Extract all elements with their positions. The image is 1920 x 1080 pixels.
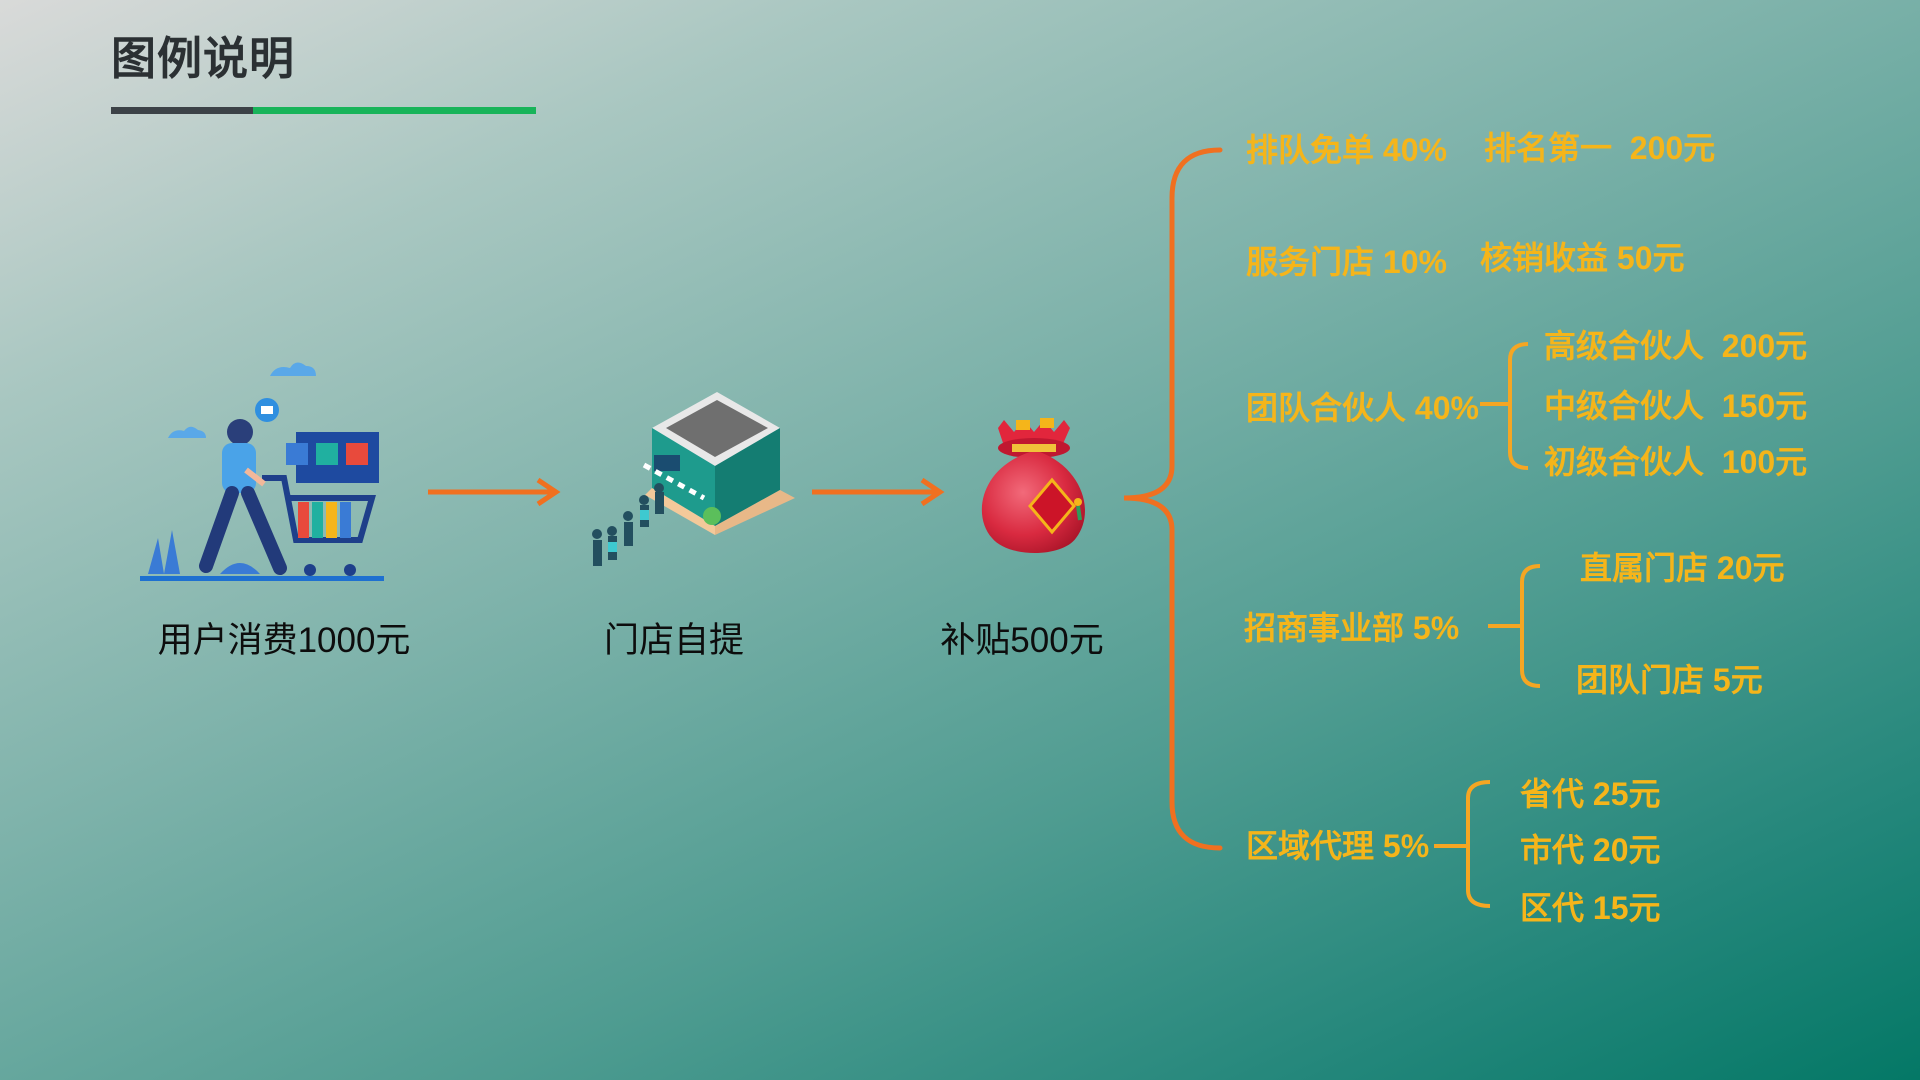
main-brace xyxy=(1123,147,1223,851)
title-underline-green xyxy=(253,107,536,114)
item-verification-income: 核销收益 50元 xyxy=(1480,240,1685,276)
item-city-agent: 市代 20元 xyxy=(1520,832,1661,868)
item-senior-partner: 高级合伙人 200元 xyxy=(1544,328,1808,364)
title-underline-dark xyxy=(111,107,253,114)
item-team-store: 团队门店 5元 xyxy=(1576,662,1763,698)
category-queue-free: 排队免单 40% xyxy=(1246,132,1447,168)
flow-label-store-pickup: 门店自提 xyxy=(603,621,745,660)
item-junior-partner: 初级合伙人 100元 xyxy=(1544,444,1808,480)
category-service-store: 服务门店 10% xyxy=(1246,244,1447,280)
flow-label-subsidy: 补贴500元 xyxy=(940,621,1104,660)
sub-braces xyxy=(1434,342,1541,908)
item-middle-partner: 中级合伙人 150元 xyxy=(1544,388,1808,424)
item-district-agent: 区代 15元 xyxy=(1520,890,1661,926)
category-merchant-division: 招商事业部 5% xyxy=(1244,610,1460,646)
partner-brace xyxy=(1508,342,1529,470)
item-queue-rank-first: 排名第一 200元 xyxy=(1484,130,1716,166)
category-team-partner: 团队合伙人 40% xyxy=(1246,390,1479,426)
merchant-brace xyxy=(1520,564,1541,688)
shopping-cart-user-icon xyxy=(140,362,384,581)
red-money-bag-icon xyxy=(981,418,1085,553)
category-regional-agent: 区域代理 5% xyxy=(1246,828,1430,864)
agent-brace xyxy=(1466,780,1491,908)
flow-arrowhead xyxy=(920,477,945,507)
flow-arrowhead xyxy=(536,477,561,507)
flow-label-user-spend: 用户消费1000元 xyxy=(157,621,411,660)
item-province-agent: 省代 25元 xyxy=(1520,776,1661,812)
page-title: 图例说明 xyxy=(111,33,296,84)
item-direct-store: 直属门店 20元 xyxy=(1580,550,1785,586)
store-building-icon xyxy=(592,392,795,566)
